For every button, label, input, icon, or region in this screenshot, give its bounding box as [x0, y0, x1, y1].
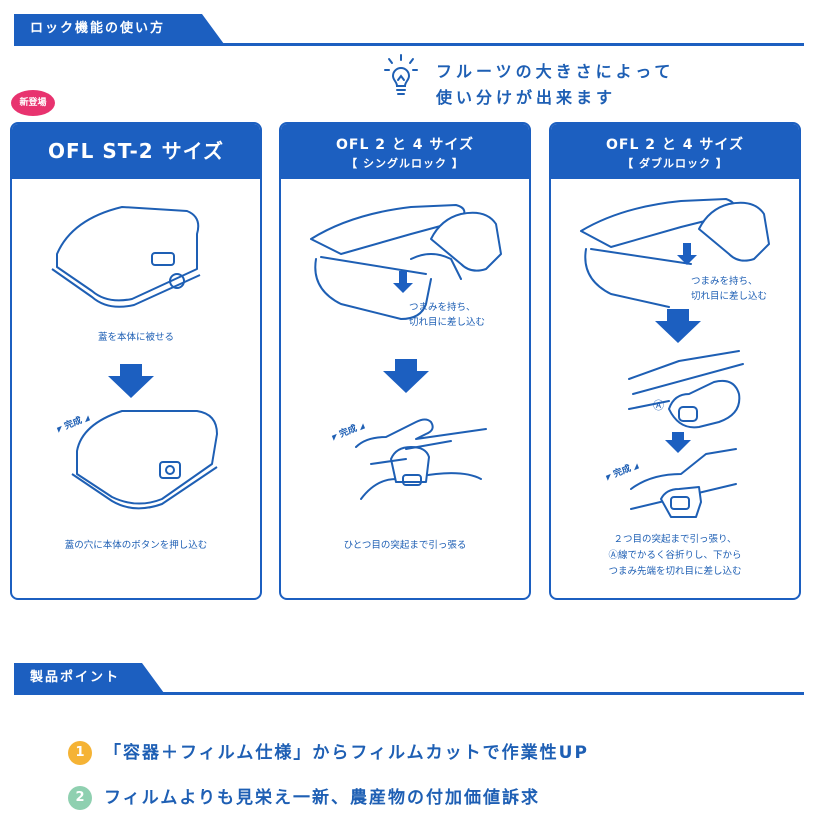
section-rule	[14, 692, 804, 695]
point-text: 「容器＋フィルム仕様」からフィルムカットで作業性UP	[104, 743, 589, 763]
card-illustration	[51, 206, 218, 510]
card-header: OFL 2 と 4 サイズ 【 ダブルロック 】	[551, 124, 799, 179]
card-illustration	[580, 198, 770, 518]
tip-line-2: 使い分けが出来ます	[436, 88, 617, 107]
card-step1-label-1: つまみを持ち、	[691, 276, 758, 287]
card-st2: OFL ST-2 サイズ 蓋を本体に被せる 完成 蓋の穴に本体のボタンを押し込む	[10, 122, 262, 600]
card-title: OFL 2 と 4 サイズ	[336, 137, 474, 153]
card-subtitle: 【 シングルロック 】	[346, 157, 464, 170]
card-title: OFL ST-2 サイズ	[47, 139, 225, 163]
card-double-lock: OFL 2 と 4 サイズ 【 ダブルロック 】 つまみを持ち、 切れ目に差し込…	[549, 122, 801, 600]
lightbulb-icon	[384, 54, 418, 95]
new-badge: 新登場	[11, 90, 55, 116]
card-step1-label-1: つまみを持ち、	[409, 302, 476, 313]
card-illustration	[310, 204, 502, 500]
card-title: OFL 2 と 4 サイズ	[606, 137, 744, 153]
card-step2-label-2: Ⓐ線でかるく谷折りし、下から	[608, 550, 742, 561]
product-point-1: 1 「容器＋フィルム仕様」からフィルムカットで作業性UP	[68, 738, 589, 765]
card-subtitle: 【 ダブルロック 】	[622, 157, 728, 170]
section-header-lock: ロック機能の使い方	[14, 14, 804, 46]
card-header: OFL ST-2 サイズ	[12, 124, 260, 179]
card-step2-label-1: ２つ目の突起まで引っ張り、	[613, 534, 737, 545]
section-header-points: 製品ポイント	[14, 663, 804, 695]
card-step2-label: 蓋の穴に本体のボタンを押し込む	[64, 540, 208, 551]
product-point-2: 2 フィルムよりも見栄え一新、農産物の付加価値訴求	[68, 783, 540, 810]
section-rule	[14, 43, 804, 46]
section-title-points: 製品ポイント	[14, 663, 164, 693]
tip-line-1: フルーツの大きさによって	[436, 62, 675, 81]
card-header: OFL 2 と 4 サイズ 【 シングルロック 】	[281, 124, 529, 179]
point-text: フィルムよりも見栄え一新、農産物の付加価値訴求	[104, 788, 540, 808]
card-single-lock: OFL 2 と 4 サイズ 【 シングルロック 】 つまみを持ち、 切れ目に差し…	[279, 122, 531, 600]
point-number-badge: 1	[68, 741, 92, 765]
card-step1-label-2: 切れ目に差し込む	[409, 317, 486, 328]
card-step2-label-3: つまみ先端を切れ目に差し込む	[608, 566, 742, 577]
mark-a-label: Ⓐ	[653, 399, 664, 412]
card-step2-label: ひとつ目の突起まで引っ張る	[343, 540, 467, 551]
card-step1-label-2: 切れ目に差し込む	[691, 291, 768, 302]
section-title-lock: ロック機能の使い方	[14, 14, 224, 44]
point-number-badge: 2	[68, 786, 92, 810]
card-step1-label: 蓋を本体に被せる	[97, 332, 174, 343]
